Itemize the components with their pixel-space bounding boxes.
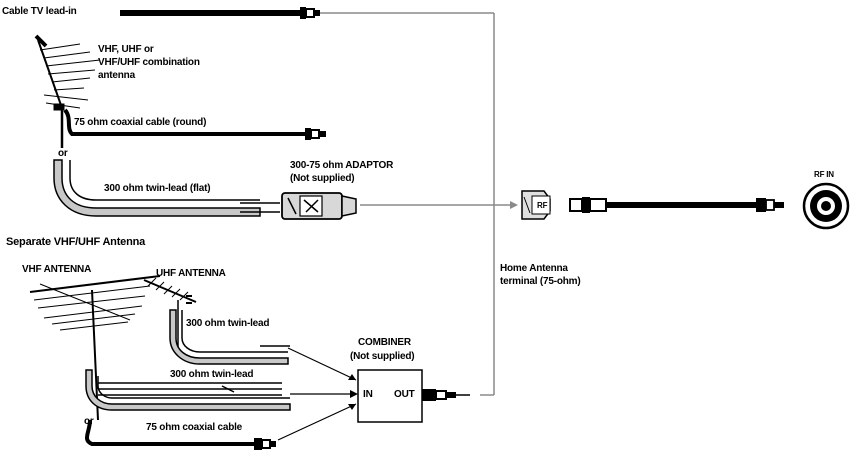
combination-antenna-icon [34, 34, 101, 148]
combiner-out-label: OUT [394, 389, 415, 400]
adaptor-label-line2: (Not supplied) [290, 173, 355, 184]
arrow-head-1 [348, 374, 356, 380]
adaptor-label-line1: 300-75 ohm ADAPTOR [290, 160, 394, 171]
home-antenna-label-line1: Home Antenna [500, 263, 568, 274]
arrow-head-3 [348, 404, 356, 410]
uhf-twin-lead-cable [169, 309, 290, 365]
twin-lead-flat-label: 300 ohm twin-lead (flat) [104, 183, 211, 194]
cable-tv-label: Cable TV lead-in [2, 6, 77, 17]
antenna-label-line3: antenna [98, 70, 135, 81]
combiner-label-line2: (Not supplied) [350, 351, 415, 362]
or-label-top: or [58, 148, 68, 159]
combiner-box [357, 369, 470, 423]
combiner-label-line1: COMBINER [358, 337, 411, 348]
vhf-twin-lead-label: 300 ohm twin-lead [170, 369, 254, 380]
antenna-label-line1: VHF, UHF or [98, 44, 154, 55]
coax-round-cable [63, 108, 326, 140]
arrow-to-terminal [510, 201, 518, 209]
twin-lead-flat-cable [53, 159, 280, 217]
separate-antenna-heading: Separate VHF/UHF Antenna [6, 236, 146, 248]
coax-to-tv-cable [569, 197, 784, 213]
uhf-antenna-label: UHF ANTENNA [156, 268, 226, 279]
antenna-terminal-plate [521, 190, 551, 220]
home-antenna-label-line2: terminal (75-ohm) [500, 276, 581, 287]
cable-tv-lead-in [120, 7, 320, 19]
vhf-coax-label: 75 ohm coaxial cable [146, 422, 243, 433]
arrow-head-2 [350, 390, 358, 398]
antenna-label-line2: VHF/UHF combination [98, 57, 200, 68]
vhf-antenna-label: VHF ANTENNA [22, 264, 92, 275]
combiner-in-label: IN [363, 389, 373, 400]
uhf-twin-lead-label: 300 ohm twin-lead [186, 318, 270, 329]
terminal-plug-label: RF [537, 201, 548, 210]
rf-in-jack-icon [802, 182, 850, 230]
rf-in-label: RF IN [814, 170, 834, 179]
adaptor-icon [281, 192, 357, 220]
coax-round-label: 75 ohm coaxial cable (round) [74, 117, 207, 128]
vhf-coax-cable [84, 419, 276, 450]
combiner-arrows [277, 347, 357, 441]
or-label-bottom: or [84, 416, 94, 427]
vhf-twin-lead-cable [85, 369, 291, 411]
signal-lines [320, 12, 510, 396]
